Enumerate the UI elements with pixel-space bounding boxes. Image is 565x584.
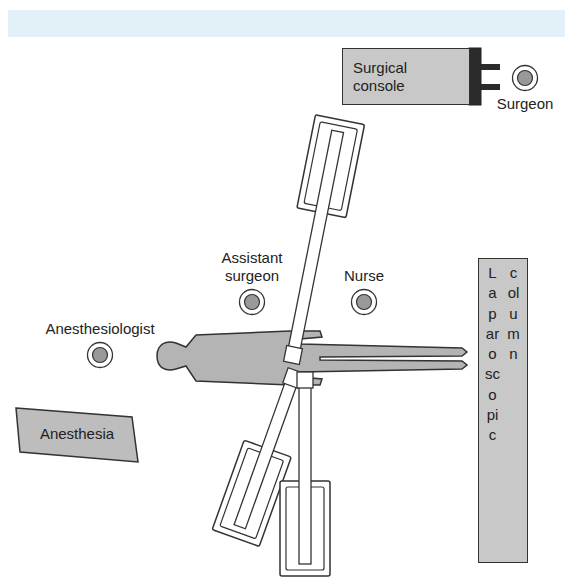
person-marker: Anesthesiologist [45, 320, 154, 369]
console-handle [481, 84, 500, 90]
box-label: Anesthesia [40, 425, 114, 443]
vertical-label: column [506, 263, 521, 364]
person-marker: Nurse [344, 267, 384, 316]
person-marker: Surgeon [497, 64, 554, 113]
arm-rod [287, 130, 343, 356]
person-label: Surgeon [497, 95, 554, 113]
robot-arm [267, 115, 365, 368]
person-circle [350, 288, 378, 316]
arm-joint [284, 346, 303, 365]
console-handle [481, 64, 500, 70]
console-band [469, 48, 481, 105]
box-label: Surgical console [353, 59, 435, 95]
anesthesia-machine: Anesthesia [14, 404, 140, 464]
person-circle [238, 288, 266, 316]
arm-joint [297, 372, 313, 388]
person-label: Nurse [344, 267, 384, 285]
person-marker: Assistant surgeon [212, 249, 292, 316]
person-circle [86, 341, 114, 369]
vertical-label: Laparoscopic [485, 263, 500, 445]
person-label: Assistant surgeon [212, 249, 292, 285]
robot-arm [280, 372, 330, 576]
person-label: Anesthesiologist [45, 320, 154, 338]
top-bar [8, 10, 565, 37]
robot-arms [212, 115, 364, 576]
arm-rod [299, 380, 311, 564]
console-box: Surgical console [342, 48, 470, 105]
person-circle [511, 64, 539, 92]
equipment-column: Laparoscopic column [478, 258, 528, 563]
